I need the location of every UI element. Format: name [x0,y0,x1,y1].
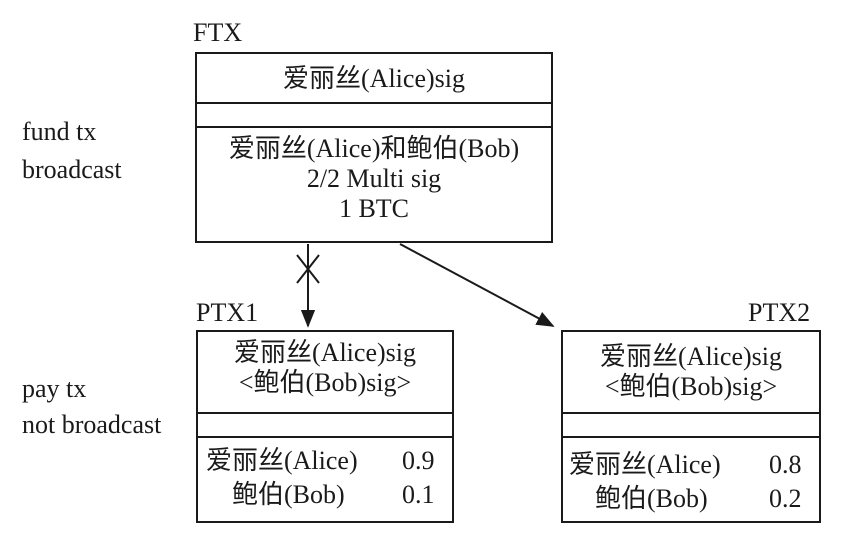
pay-tx-label-line2: not broadcast [22,410,162,439]
ptx1-output-name: 鲍伯(Bob) [232,480,345,509]
ptx2-output-name: 爱丽丝(Alice) [569,450,721,479]
ptx2-input-line: <鲍伯(Bob)sig> [604,372,778,401]
ptx2-output-amount: 0.8 [769,450,802,479]
pay-tx-label-line1: pay tx [22,374,87,403]
ptx1-output-amount: 0.1 [402,480,435,509]
ftx-output-line: 2/2 Multi sig [306,164,442,193]
ftx-output-section: 爱丽丝(Alice)和鲍伯(Bob) 2/2 Multi sig 1 BTC [197,134,551,224]
ftx-output-line: 爱丽丝(Alice)和鲍伯(Bob) [228,134,520,163]
ptx2-input-section: 爱丽丝(Alice)sig <鲍伯(Bob)sig> [563,342,819,402]
ptx2-title: PTX2 [748,298,811,327]
ftx-to-ptx2-arrow [399,243,555,327]
ptx1-output-name: 爱丽丝(Alice) [206,446,358,475]
ptx1-box: 爱丽丝(Alice)sig <鲍伯(Bob)sig> 爱丽丝(Alice) 0.… [196,330,454,523]
ftx-divider-1 [197,102,551,104]
ptx1-divider-2 [198,436,452,438]
ptx2-divider-2 [563,436,819,438]
ftx-divider-2 [197,126,551,128]
fund-tx-label-line2: broadcast [22,155,122,184]
ftx-title: FTX [193,18,243,47]
ptx2-box: 爱丽丝(Alice)sig <鲍伯(Bob)sig> 爱丽丝(Alice) 0.… [561,330,821,523]
ptx2-output-name: 鲍伯(Bob) [595,484,708,513]
ptx2-output-amount: 0.2 [769,484,802,513]
ptx1-input-section: 爱丽丝(Alice)sig <鲍伯(Bob)sig> [198,338,452,398]
ftx-box: 爱丽丝(Alice)sig 爱丽丝(Alice)和鲍伯(Bob) 2/2 Mul… [195,52,553,243]
ftx-input-sig: 爱丽丝(Alice)sig [283,64,465,93]
ptx2-divider-1 [563,412,819,414]
ptx1-input-line: 爱丽丝(Alice)sig [234,338,416,367]
ftx-output-line: 1 BTC [338,194,410,223]
fund-tx-label-line1: fund tx [22,117,97,146]
blocked-cross-icon [296,254,320,284]
ptx1-title: PTX1 [196,298,259,327]
ptx1-output-amount: 0.9 [402,446,435,475]
ftx-input-section: 爱丽丝(Alice)sig [197,64,551,94]
ptx2-input-line: 爱丽丝(Alice)sig [600,342,782,371]
ptx1-divider-1 [198,412,452,414]
ptx1-input-line: <鲍伯(Bob)sig> [238,368,412,397]
